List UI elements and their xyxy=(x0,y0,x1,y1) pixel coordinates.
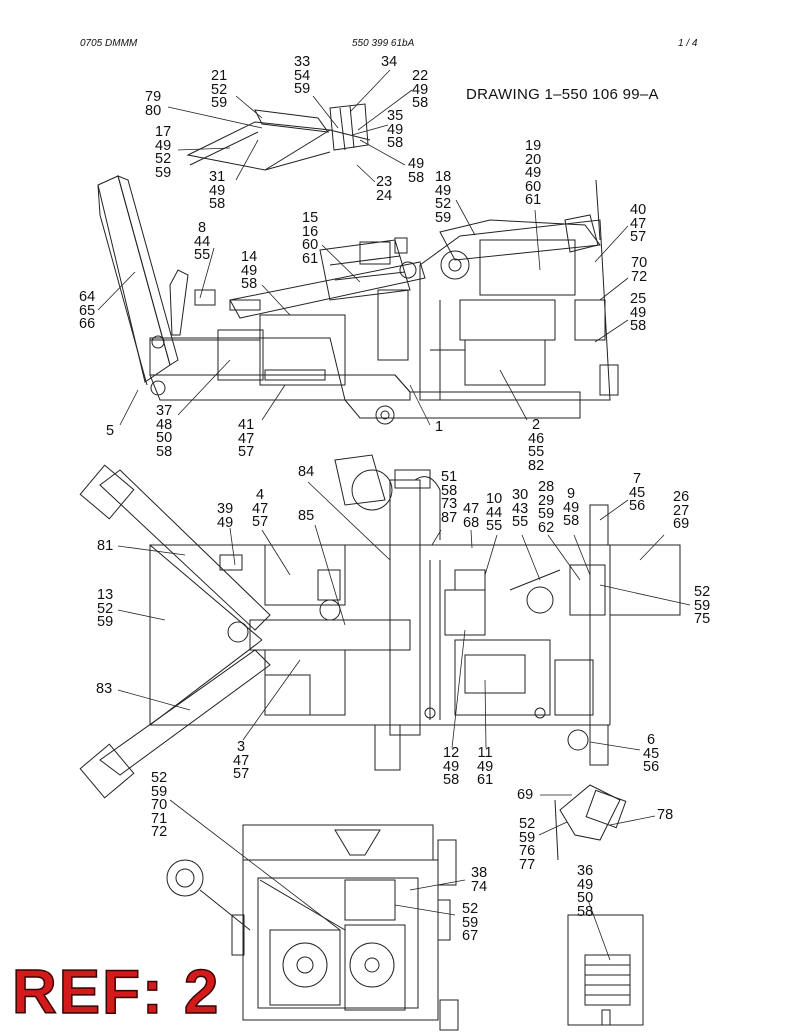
callout-10-44-55: 10 44 55 xyxy=(486,491,503,535)
callout-78: 78 xyxy=(657,807,674,823)
callout-69: 69 xyxy=(517,787,534,803)
callout-49-58: 49 58 xyxy=(408,156,425,186)
callout-17-49-52-59: 17 49 52 59 xyxy=(155,124,172,181)
callout-23-24: 23 24 xyxy=(376,174,393,204)
header-page-number: 1 / 4 xyxy=(678,38,698,49)
filter-detail xyxy=(554,784,627,861)
callout-39-49: 39 49 xyxy=(217,501,234,531)
callout-5: 5 xyxy=(106,423,115,439)
callout-4-47-57: 4 47 57 xyxy=(252,487,269,531)
callout-9-49-58: 9 49 58 xyxy=(563,486,580,530)
callout-18-49-52-59: 18 49 52 59 xyxy=(435,169,452,226)
callout-3-47-57: 3 47 57 xyxy=(233,739,250,783)
callout-70-72: 70 72 xyxy=(631,255,648,285)
side-view xyxy=(97,175,619,425)
callout-8-44-55: 8 44 55 xyxy=(194,220,211,264)
callout-6-45-56: 6 45 56 xyxy=(643,732,660,776)
callout-37-48-50-58: 37 48 50 58 xyxy=(156,403,173,460)
callout-25-49-58: 25 49 58 xyxy=(630,291,647,335)
fuse-detail xyxy=(567,914,644,1026)
hopper-detail xyxy=(186,103,371,171)
header-doc-code: 0705 DMMM xyxy=(80,38,138,49)
callout-2-46-55-82: 2 46 55 82 xyxy=(528,417,545,474)
callout-36-49-50-58: 36 49 50 58 xyxy=(577,863,594,920)
callout-22-49-58: 22 49 58 xyxy=(412,68,429,112)
header-part-number: 550 399 61bA xyxy=(352,38,415,49)
callout-7-45-56: 7 45 56 xyxy=(629,471,646,515)
callout-79-80: 79 80 xyxy=(145,89,162,119)
callout-51-58-73-87: 51 58 73 87 xyxy=(441,469,458,526)
callout-21-52-59: 21 52 59 xyxy=(211,68,228,112)
callout-52-59-76-77: 52 59 76 77 xyxy=(519,816,536,873)
callout-52-59-75: 52 59 75 xyxy=(694,584,711,628)
callout-34: 34 xyxy=(381,54,398,70)
callout-11-49-61: 11 49 61 xyxy=(477,745,494,789)
callout-19-20-49-60-61: 19 20 49 60 61 xyxy=(525,138,542,209)
callout-14-49-58: 14 49 58 xyxy=(241,249,258,293)
callout-40-47-57: 40 47 57 xyxy=(630,202,647,246)
callout-31-49-58: 31 49 58 xyxy=(209,169,226,213)
callout-13-52-59: 13 52 59 xyxy=(97,587,114,631)
callout-12-49-58: 12 49 58 xyxy=(443,745,460,789)
callout-52-59-67: 52 59 67 xyxy=(462,901,479,945)
plan-view xyxy=(79,454,681,799)
callout-41-47-57: 41 47 57 xyxy=(238,417,255,461)
callout-85: 85 xyxy=(298,508,315,524)
callout-84: 84 xyxy=(298,464,315,480)
callout-1: 1 xyxy=(435,419,444,435)
callout-30-43-55: 30 43 55 xyxy=(512,487,529,531)
callout-38-74: 38 74 xyxy=(471,865,488,895)
callout-47-68: 47 68 xyxy=(463,501,480,531)
callout-28-29-59-62: 28 29 59 62 xyxy=(538,479,555,536)
ref-stamp: REF: 2 xyxy=(11,958,221,1027)
rear-view xyxy=(166,824,459,1031)
callout-52-59-70-71-72: 52 59 70 71 72 xyxy=(151,770,168,841)
callout-15-16-60-61: 15 16 60 61 xyxy=(302,210,319,267)
callout-81: 81 xyxy=(97,538,114,554)
callout-64-65-66: 64 65 66 xyxy=(79,289,96,333)
drawing-title: DRAWING 1–550 106 99–A xyxy=(466,86,659,103)
leader-lines xyxy=(97,69,691,961)
callout-33-54-59: 33 54 59 xyxy=(294,54,311,98)
callout-35-49-58: 35 49 58 xyxy=(387,108,404,152)
callout-83: 83 xyxy=(96,681,113,697)
callout-26-27-69: 26 27 69 xyxy=(673,489,690,533)
